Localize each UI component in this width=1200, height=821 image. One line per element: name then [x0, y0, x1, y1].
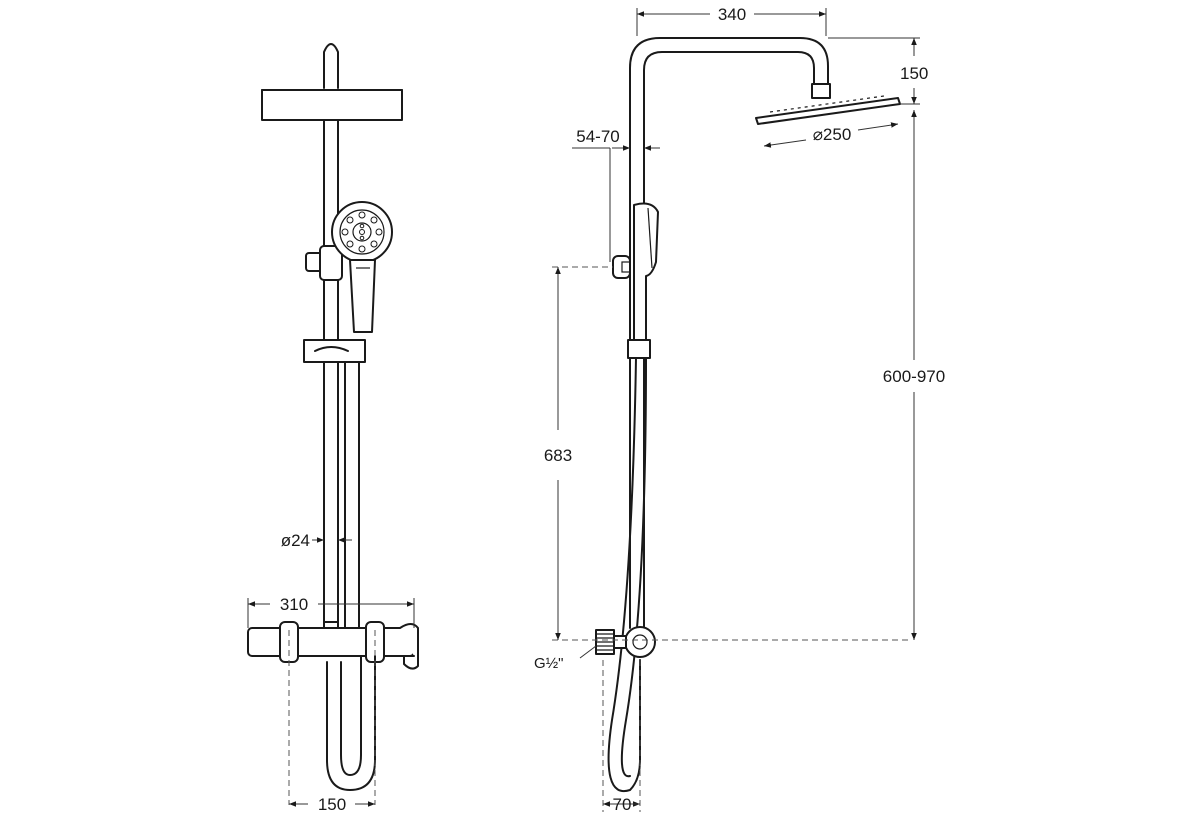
- side-riser-outer: [629, 37, 829, 629]
- front-view: ø24 310 150: [247, 43, 419, 814]
- dim-head-height-label: 150: [900, 64, 928, 83]
- dim-inlet-spacing-label: 150: [318, 795, 346, 814]
- dim-head-diameter-label: ⌀250: [813, 125, 852, 144]
- side-holder: [627, 339, 651, 359]
- dim-head-height: 150: [828, 37, 928, 105]
- dim-holder-height-label: 683: [544, 446, 572, 465]
- dim-rail-offset: 54-70: [572, 127, 660, 262]
- front-hose-loop-outer: [326, 655, 376, 791]
- side-overhead-head: [755, 95, 901, 125]
- dim-wall-offset: 70: [603, 795, 640, 814]
- front-hand-shower: [331, 201, 393, 333]
- dim-tube-diameter: ø24: [281, 531, 352, 550]
- dim-connection: G½": [534, 645, 597, 672]
- dim-head-diameter: ⌀250: [763, 122, 899, 148]
- side-hose-inner: [620, 357, 647, 778]
- dim-rail-offset-label: 54-70: [576, 127, 619, 146]
- side-slider-knob: [612, 255, 631, 279]
- side-view: 340 150 ⌀250 54-70 683: [534, 5, 945, 814]
- side-hand-shower: [633, 202, 659, 341]
- side-mixer: [595, 626, 656, 658]
- dim-holder-height: 683: [544, 267, 572, 640]
- front-mixer: [247, 621, 419, 670]
- front-overhead-head: [261, 89, 403, 121]
- dim-wall-offset-label: 70: [613, 795, 632, 814]
- dim-outlet-width: 340: [636, 5, 827, 36]
- dim-mixer-width-label: 310: [280, 595, 308, 614]
- front-holder-bracket: [303, 339, 366, 363]
- dim-tube-diameter-label: ø24: [281, 531, 310, 550]
- front-slider-knob: [305, 245, 343, 281]
- dim-inlet-spacing: 150: [289, 795, 375, 814]
- front-tube-top: [323, 43, 339, 89]
- dim-connection-label: G½": [534, 655, 564, 672]
- dim-height-range: 600-970: [883, 110, 945, 640]
- side-head-connector: [811, 83, 831, 99]
- dim-height-range-label: 600-970: [883, 367, 945, 386]
- dim-mixer-width: 310: [247, 595, 415, 628]
- side-hose-outer: [607, 357, 641, 793]
- side-riser-inner: [643, 51, 815, 629]
- dim-outlet-width-label: 340: [718, 5, 746, 24]
- front-hose-loop-inner: [340, 655, 362, 776]
